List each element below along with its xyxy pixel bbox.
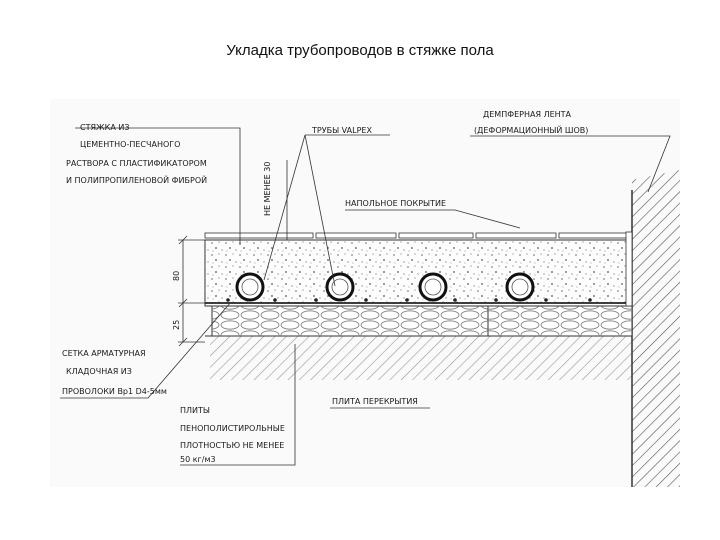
mesh-label-line2: КЛАДОЧНАЯ ИЗ <box>66 367 132 376</box>
pipe <box>235 272 265 302</box>
wall-hatch <box>631 170 680 487</box>
floor-slab-label: ПЛИТА ПЕРЕКРЫТИЯ <box>332 397 418 406</box>
insulation-label-line3: ПЛОТНОСТЬЮ НЕ МЕНЕЕ <box>180 441 284 450</box>
pipe <box>505 272 535 302</box>
damper-tape <box>625 231 633 307</box>
insulation-label-line4: 50 кг/м3 <box>180 455 216 464</box>
damper-tape-label-line1: ДЕМПФЕРНАЯ ЛЕНТА <box>483 110 572 119</box>
damper-tape-label-line2: (ДЕФОРМАЦИОННЫЙ ШОВ) <box>474 124 588 135</box>
pipes-label: ТРУБЫ VALPEX <box>311 126 372 135</box>
mesh-label-line1: СЕТКА АРМАТУРНАЯ <box>62 349 146 358</box>
insulation-layer <box>211 305 633 337</box>
floor-covering-label: НАПОЛЬНОЕ ПОКРЫТИЕ <box>345 199 446 208</box>
screed-label-line4: И ПОЛИПРОПИЛЕНОВОЙ ФИБРОЙ <box>66 174 207 185</box>
slide-title: Укладка трубопроводов в стяжке пола <box>226 42 494 59</box>
screed-label-line3: РАСТВОРА С ПЛАСТИФИКАТОРОМ <box>66 159 207 168</box>
insulation-height-dimension: 25 <box>172 320 181 330</box>
reinforcing-mesh <box>205 298 632 304</box>
min-thickness-label: НЕ МЕНЕЕ 30 <box>263 162 272 216</box>
floor-covering-boards <box>204 232 633 239</box>
screed-height-dimension: 80 <box>172 271 181 281</box>
screed-label-line2: ЦЕМЕНТНО-ПЕСЧАНОГО <box>80 140 180 149</box>
leader-lines <box>60 127 671 466</box>
screed-layer <box>204 239 633 307</box>
mesh-label-line3: ПРОВОЛОКИ Вр1 D4-5мм <box>62 387 167 396</box>
insulation-label-line1: ПЛИТЫ <box>180 406 210 415</box>
pipe <box>325 272 355 302</box>
screed-label-line1: СТЯЖКА ИЗ <box>80 123 129 132</box>
floor-slab-hatch <box>210 336 632 380</box>
insulation-label-line2: ПЕНОПОЛИСТИРОЛЬНЫЕ <box>180 424 285 433</box>
pipe <box>418 272 448 302</box>
